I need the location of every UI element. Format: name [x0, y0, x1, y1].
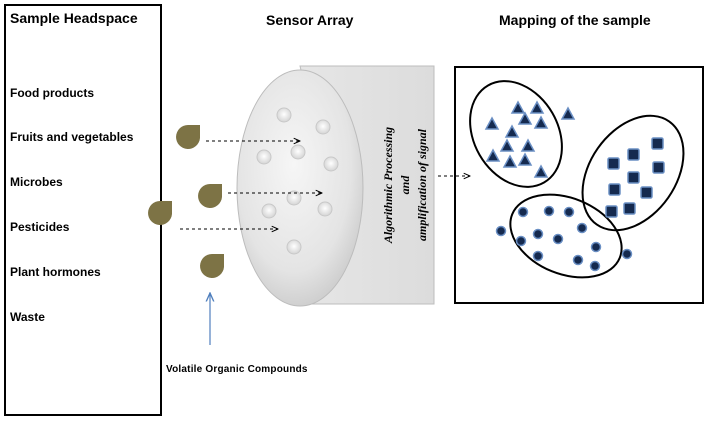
cluster-ellipse-triangles: [469, 80, 563, 188]
sensor-element: [276, 107, 292, 123]
processing-text-line3: amplification of signal: [415, 128, 429, 241]
square-marker: [640, 186, 653, 199]
square-marker: [627, 148, 640, 161]
sensor-element: [323, 156, 339, 172]
circle-marker: [563, 206, 575, 218]
square-marker: [652, 161, 665, 174]
circle-marker: [532, 228, 544, 240]
cluster-ellipse-squares: [581, 114, 685, 232]
square-marker: [607, 157, 620, 170]
sample-item-microbes: Microbes: [10, 175, 63, 189]
processing-text-line1: Algorithmic Processing: [381, 127, 395, 244]
square-marker: [605, 205, 618, 218]
square-marker: [651, 137, 664, 150]
square-marker: [623, 202, 636, 215]
sensor-array-title: Sensor Array: [266, 12, 354, 28]
circle-marker: [543, 205, 555, 217]
sensor-elements: [256, 107, 339, 255]
circle-markers: [495, 205, 633, 272]
triangle-marker: [533, 164, 549, 178]
square-marker: [608, 183, 621, 196]
voc-droplet: [198, 184, 222, 208]
circle-marker: [495, 225, 507, 237]
circle-marker: [517, 206, 529, 218]
sample-item-food-products: Food products: [10, 86, 94, 100]
sample-item-plant-hormones: Plant hormones: [10, 265, 101, 279]
circle-marker: [576, 222, 588, 234]
triangle-marker: [533, 115, 549, 129]
processing-text: Algorithmic Processing and amplification…: [381, 127, 429, 244]
circle-marker: [590, 241, 602, 253]
triangle-marker: [499, 138, 515, 152]
processing-text-line2: and: [398, 175, 412, 195]
circle-marker: [532, 250, 544, 262]
voc-droplets: [148, 125, 224, 278]
voc-label: Volatile Organic Compounds: [166, 364, 308, 375]
sample-item-pesticides: Pesticides: [10, 220, 70, 234]
signal-arrows: [180, 141, 470, 229]
triangle-marker: [517, 152, 533, 166]
triangle-marker: [502, 154, 518, 168]
cluster-ellipses: [469, 80, 685, 279]
triangle-marker: [484, 116, 500, 130]
sample-item-waste: Waste: [10, 310, 45, 324]
sensor-element: [261, 203, 277, 219]
voc-droplet: [176, 125, 200, 149]
sensor-element: [286, 190, 302, 206]
triangle-marker: [560, 106, 576, 120]
mapping-box: [454, 66, 704, 304]
sensor-element: [256, 149, 272, 165]
sensor-element: [317, 201, 333, 217]
triangle-marker: [504, 124, 520, 138]
triangle-marker: [485, 148, 501, 162]
circle-marker: [621, 248, 633, 260]
circle-marker: [515, 235, 527, 247]
cluster-ellipse-circles: [509, 193, 623, 279]
sample-item-fruits-vegetables: Fruits and vegetables: [10, 130, 134, 144]
circle-marker: [572, 254, 584, 266]
voc-droplet: [200, 254, 224, 278]
sensor-element: [315, 119, 331, 135]
triangle-markers: [484, 100, 576, 178]
triangle-marker: [517, 111, 533, 125]
circle-marker: [589, 260, 601, 272]
sensor-array-face: [236, 69, 364, 307]
sensor-element: [290, 144, 306, 160]
sample-headspace-title: Sample Headspace: [10, 10, 138, 26]
square-markers: [605, 137, 665, 218]
sensor-array: [236, 65, 435, 307]
voc-droplet: [148, 201, 172, 225]
triangle-marker: [529, 100, 545, 114]
triangle-marker: [510, 100, 526, 114]
circle-marker: [552, 233, 564, 245]
mapping-title: Mapping of the sample: [499, 12, 651, 28]
square-marker: [627, 171, 640, 184]
triangle-marker: [520, 138, 536, 152]
sensor-element: [286, 239, 302, 255]
